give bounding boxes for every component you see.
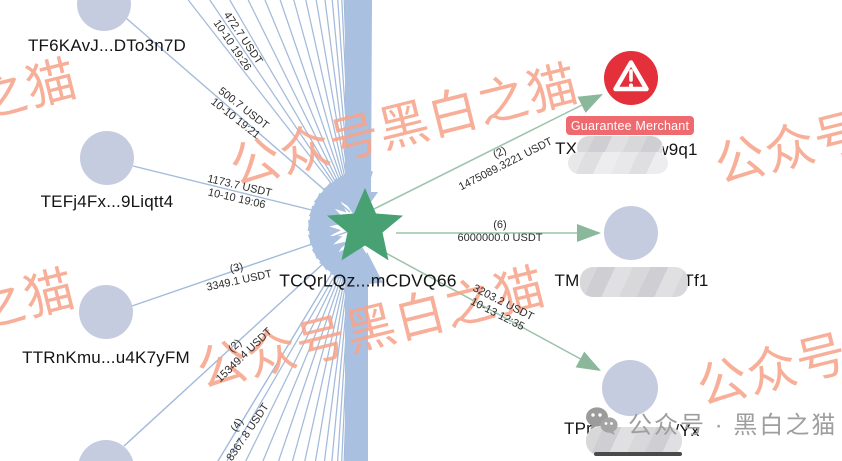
center-star-node[interactable] <box>327 188 403 261</box>
fan-edge <box>226 245 353 461</box>
edge-label: (6)6000000.0 USDT <box>457 219 543 244</box>
fan-edge <box>229 0 353 211</box>
node-TEFj4Fx[interactable] <box>80 131 134 185</box>
warning-exclamation-dot <box>628 83 634 88</box>
node-label-center[interactable]: TCQrLQz...mCDVQ66 <box>279 270 457 291</box>
node-label-TEFj4Fx[interactable]: TEFj4Fx...9Liqtt4 <box>40 192 174 211</box>
incoming-arrowhead <box>313 182 347 213</box>
fan-edge <box>262 245 353 461</box>
node-label-TF6KAvJ[interactable]: TF6KAvJ...DTo3n7D <box>27 36 187 55</box>
outgoing-arrowheads <box>575 94 603 371</box>
footer-brand-text: 公众号 · 黑白之猫 <box>628 411 838 439</box>
edge-band-top <box>345 0 372 213</box>
edge-band-bottom <box>345 250 368 461</box>
left-nodes[interactable] <box>77 0 134 461</box>
fan-edge <box>279 0 353 211</box>
arrowhead-to-TM <box>577 224 601 242</box>
incoming-arrowhead-ring <box>307 170 383 286</box>
node-TPr[interactable] <box>602 360 658 416</box>
outgoing-edges[interactable] <box>371 95 601 370</box>
wechat-logo-icon <box>586 407 618 435</box>
fan-edge <box>277 245 353 461</box>
edge-fan-lines <box>187 0 353 461</box>
node-TM[interactable] <box>604 206 658 260</box>
node-label-TPr-prefix[interactable]: TPr <box>564 419 592 438</box>
node-label-TTRnKmu[interactable]: TTRnKmu...u4K7yFM <box>22 348 190 367</box>
arrowhead-to-TPr <box>575 351 601 371</box>
redaction-blur <box>586 427 682 455</box>
redaction-blur <box>580 267 688 297</box>
arrowhead-to-TXq <box>577 94 603 113</box>
fan-edge <box>264 0 353 211</box>
fan-edge <box>187 0 353 211</box>
node-label-TM-suffix[interactable]: Tf1 <box>683 271 709 290</box>
incoming-arrowhead <box>347 171 374 205</box>
warning-node-TXq[interactable] <box>604 51 658 105</box>
edge-from-offscreen-node[interactable] <box>217 242 351 461</box>
node-TTRnKmu[interactable] <box>79 285 133 339</box>
redaction-underline <box>594 452 682 456</box>
edge-to-TPr-node[interactable] <box>383 251 600 370</box>
fan-edge <box>209 0 353 211</box>
node-bottom-left[interactable] <box>78 440 134 461</box>
warning-triangle-icon <box>613 60 649 92</box>
fan-edge <box>293 0 353 211</box>
node-label-TM-prefix[interactable]: TM <box>554 271 580 290</box>
fan-edge <box>305 0 353 211</box>
redaction-blur <box>568 152 668 174</box>
fan-edge <box>247 0 353 211</box>
fan-edge <box>304 245 353 461</box>
edge-from-bottom-node[interactable] <box>123 239 350 447</box>
fan-edge <box>245 245 353 461</box>
edge-to-TXq-node[interactable] <box>371 95 601 211</box>
footer-brand: 公众号 · 黑白之猫 <box>584 404 837 440</box>
node-TF6KAvJ[interactable] <box>77 0 131 31</box>
edge-from-TF6KAvJ[interactable] <box>125 17 351 213</box>
guarantee-merchant-badge: Guarantee Merchant <box>566 116 694 135</box>
node-label-TXq-suffix[interactable]: w9q1 <box>656 140 698 159</box>
fan-edge <box>291 245 353 461</box>
right-nodes[interactable] <box>602 206 658 416</box>
incoming-arrowhead <box>319 246 350 280</box>
